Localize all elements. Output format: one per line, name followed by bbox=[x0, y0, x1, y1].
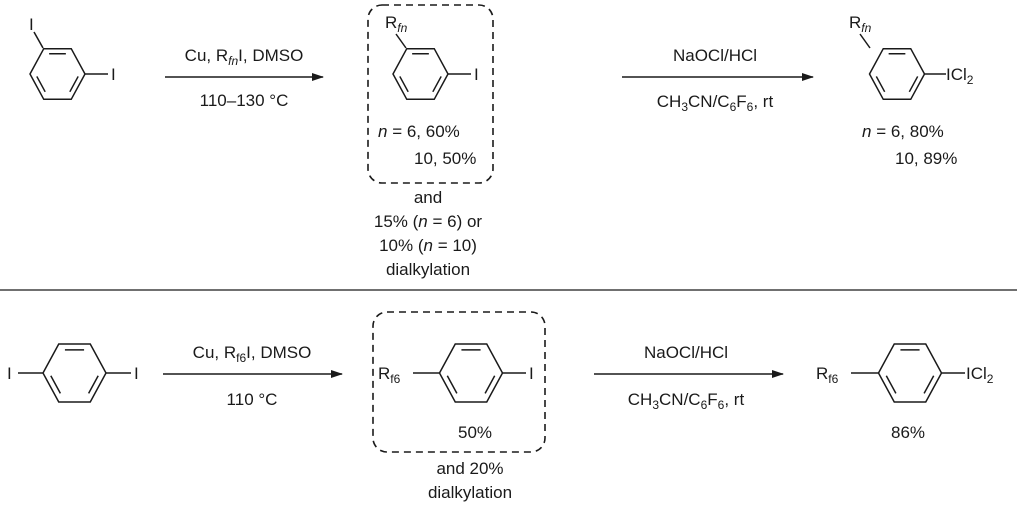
substituent-label: Rfn bbox=[385, 13, 408, 35]
benzene-rings bbox=[29, 47, 943, 403]
yield-label: 50% bbox=[458, 423, 492, 442]
double-bond bbox=[923, 375, 935, 394]
substituent-label: I bbox=[111, 65, 116, 84]
double-bond bbox=[885, 375, 897, 394]
benzene-ring bbox=[392, 47, 449, 101]
top-starting-material: I I bbox=[29, 15, 116, 84]
note-line: dialkylation bbox=[428, 483, 512, 502]
double-bond bbox=[399, 76, 409, 93]
substituent-label: I bbox=[7, 364, 12, 383]
bottom-intermediate: Rf6 I 50% bbox=[372, 311, 546, 453]
yield-label: 10, 50% bbox=[414, 149, 476, 168]
top-intermediate: Rfn I n = 6, 60% 10, 50% bbox=[367, 4, 494, 184]
top-product: Rfn ICl2 n = 6, 80% 10, 89% bbox=[849, 13, 974, 168]
bottom-product: Rf6 ICl2 86% bbox=[816, 364, 994, 442]
double-bond bbox=[875, 76, 886, 93]
benzene-ring bbox=[438, 343, 504, 403]
double-bond bbox=[50, 375, 62, 394]
double-bond bbox=[432, 76, 442, 93]
double-bond bbox=[36, 76, 46, 93]
yield-label: n = 6, 60% bbox=[378, 122, 460, 141]
yield-label: 86% bbox=[891, 423, 925, 442]
yield-label: 10, 89% bbox=[895, 149, 957, 168]
benzene-ring bbox=[29, 47, 86, 101]
dashed-box bbox=[372, 311, 546, 453]
reagent-label: Cu, RfnI, DMSO bbox=[185, 46, 304, 68]
substituent-label: I bbox=[29, 15, 34, 34]
top-side-product-note: and 15% (n = 6) or 10% (n = 10) dialkyla… bbox=[374, 188, 483, 279]
substituent-label: Rfn bbox=[849, 13, 872, 35]
reagent-label: NaOCl/HCl bbox=[673, 46, 757, 65]
conditions-label: 110 °C bbox=[227, 390, 278, 409]
substituent-label: I bbox=[529, 364, 534, 383]
double-bond bbox=[69, 76, 79, 93]
double-bond bbox=[87, 375, 99, 394]
substituent-label: Rf6 bbox=[378, 364, 401, 386]
note-line: dialkylation bbox=[386, 260, 470, 279]
double-bond bbox=[908, 76, 919, 93]
substituent-label: ICl2 bbox=[966, 364, 994, 386]
note-line: and 20% bbox=[436, 459, 503, 478]
substituent-label: ICl2 bbox=[946, 65, 974, 87]
substituent-label: Rf6 bbox=[816, 364, 839, 386]
bottom-step1-arrow: Cu, Rf6I, DMSO 110 °C bbox=[163, 343, 343, 409]
bottom-step2-arrow: NaOCl/HCl CH3CN/C6F6, rt bbox=[594, 343, 784, 412]
substituent-label: I bbox=[134, 364, 139, 383]
double-bond bbox=[484, 375, 496, 394]
conditions-label: CH3CN/C6F6, rt bbox=[657, 92, 774, 114]
note-line: 15% (n = 6) or bbox=[374, 212, 483, 231]
benzene-ring bbox=[877, 343, 943, 403]
top-step1-arrow: Cu, RfnI, DMSO 110–130 °C bbox=[165, 46, 324, 110]
substituent-label: I bbox=[474, 65, 479, 84]
note-line: and bbox=[414, 188, 442, 207]
reagent-label: Cu, Rf6I, DMSO bbox=[193, 343, 312, 365]
bottom-starting-material: I I bbox=[7, 364, 139, 383]
bottom-side-product-note: and 20% dialkylation bbox=[428, 459, 512, 502]
top-step2-arrow: NaOCl/HCl CH3CN/C6F6, rt bbox=[622, 46, 814, 114]
conditions-label: CH3CN/C6F6, rt bbox=[628, 390, 745, 412]
note-line: 10% (n = 10) bbox=[379, 236, 477, 255]
conditions-label: 110–130 °C bbox=[200, 91, 289, 110]
reagent-label: NaOCl/HCl bbox=[644, 343, 728, 362]
yield-label: n = 6, 80% bbox=[862, 122, 944, 141]
benzene-ring bbox=[42, 343, 107, 403]
double-bond bbox=[446, 375, 458, 394]
dashed-box bbox=[367, 4, 494, 184]
benzene-ring bbox=[868, 47, 926, 101]
